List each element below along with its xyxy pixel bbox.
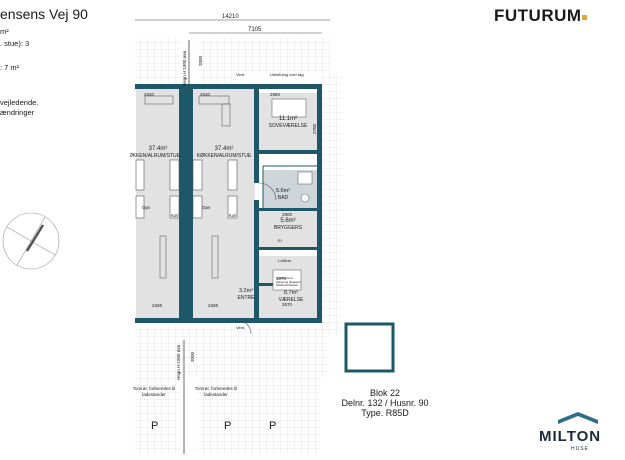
dim-total: 14210 (222, 14, 239, 20)
house-type: Type. R85D (361, 408, 409, 418)
compass (2, 212, 60, 270)
living-left-name: KØKKEN/ALRUM/STUE (130, 153, 180, 159)
vent-bottom-label: Vent. (236, 325, 246, 330)
block-info: Blok 22 Delnr. 132 / Husnr. 90 Type. R85… (330, 388, 440, 418)
entry-area: 3.2m² (238, 288, 254, 294)
rooms-line: . stue): 3 (0, 39, 30, 48)
parking-left: P (151, 420, 159, 432)
bedroom-name: SOVEVÆRELSE (268, 123, 308, 129)
yard-grid-top-right (236, 38, 330, 74)
hedge-bottom-label: Hegn H:1800 mm (176, 344, 181, 380)
dim-2570: 2570 (282, 302, 293, 307)
outdoor-vent-label: Udluftning over tag (270, 72, 304, 77)
yard-grid-side (321, 74, 343, 336)
dim-1070: 1070 (276, 276, 287, 281)
charging-note-left: Tomrør, forberedes til ladestander (132, 386, 176, 397)
milton-logo-sub: HUSE (571, 446, 589, 452)
milton-logo: MILTON (539, 428, 602, 445)
futurum-logo-dot (582, 15, 587, 20)
dim-half: 7105 (248, 27, 262, 33)
dim-3000: 3000 (190, 351, 195, 362)
room2-name: VÆRELSE (278, 297, 304, 303)
dishwasher-right-label: Opv (202, 205, 211, 210)
yard-grid-bottom (135, 326, 329, 378)
disclaimer-line-2: ændringer (0, 108, 35, 117)
dim-2265-right: 2265 (208, 303, 219, 308)
dim-2265-left: 2265 (152, 303, 163, 308)
living-right-area: 37.4m² (214, 146, 234, 152)
parking-middle: P (224, 420, 232, 432)
yard-grid-top-left (135, 38, 180, 86)
loft-note: Loftsrummet placering tilpasses loftsbes… (276, 276, 301, 287)
vent-top-label: Vent. (236, 72, 246, 77)
plan-title: ensens Vej 90 (0, 6, 88, 22)
dim-2900: 2900 (282, 212, 293, 217)
bedroom-area: 11.1m² (278, 116, 298, 122)
dim-2000: 2000 (198, 55, 203, 66)
dim-2980: 2980 (270, 92, 281, 97)
room2-area: 8.7m² (283, 290, 299, 296)
dim-2640-right: 2640 (200, 92, 211, 97)
walls (135, 84, 322, 323)
loft-hatch-label: Loftlem (278, 258, 292, 263)
parking-grid-left (135, 378, 180, 454)
hedge-top-label: Hegn H:1800 mm (182, 50, 187, 86)
parking-grid-right (198, 378, 320, 454)
area-line: m² (0, 27, 9, 36)
parking-right: P (269, 420, 277, 432)
entry-name: ENTRE (237, 295, 255, 301)
dishwasher-left-label: Opv (142, 205, 151, 210)
disclaimer-line-1: vejledende. (0, 98, 39, 107)
utility-name: BRYGGERS (273, 225, 303, 231)
milton-logo-mark (558, 412, 598, 424)
bath-name: BAD (277, 195, 289, 201)
fridge-right-label: Køl (229, 213, 236, 218)
plot-number: Delnr. 132 / Husnr. 90 (341, 398, 429, 408)
electric-label: EI (278, 238, 282, 243)
dim-2640-left: 2640 (144, 92, 155, 97)
fridge-left-label: Køl (171, 213, 178, 218)
charging-note-right: Tomrør, forberedes til ladestander (194, 386, 238, 397)
yard-grid-top-middle (198, 38, 236, 86)
bath-area: 5.6m² (275, 188, 291, 194)
block-number: Blok 22 (369, 388, 401, 398)
utility-area: 5.6m² (280, 218, 296, 224)
living-left-area: 37.4m² (148, 146, 168, 152)
living-right-name: KØKKEN/ALRUM/STUE (196, 153, 252, 159)
futurum-logo: FUTURUM (494, 6, 582, 25)
extra-area-line: : 7 m² (0, 63, 20, 72)
